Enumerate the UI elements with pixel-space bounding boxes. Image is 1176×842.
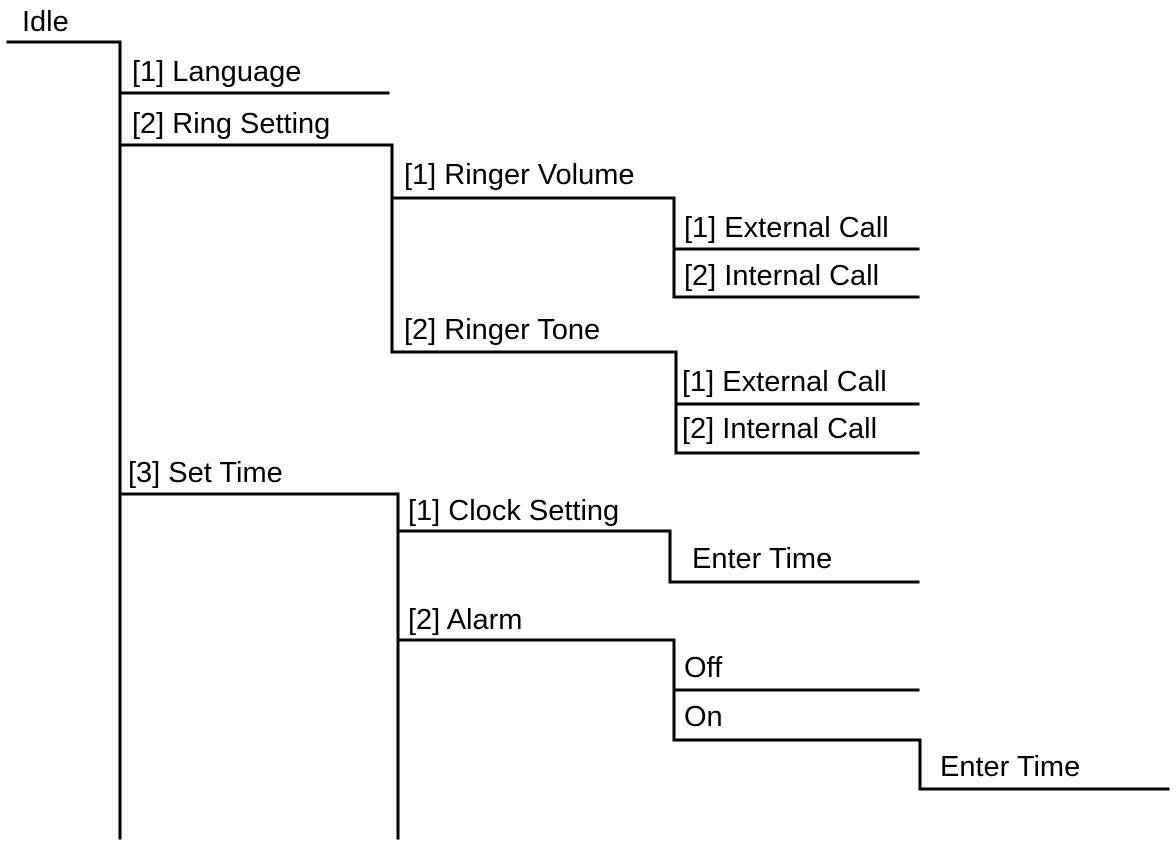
submenu-ringer-volume: [1] Ringer Volume [404, 159, 635, 191]
alarm-on-enter-time: Enter Time [940, 751, 1081, 783]
menu-item-language: [1] Language [132, 56, 302, 88]
submenu-alarm: [2] Alarm [408, 604, 523, 636]
menu-item-ring-setting: [2] Ring Setting [132, 108, 331, 140]
alarm-on: On [684, 701, 723, 733]
submenu-ringer-tone: [2] Ringer Tone [404, 314, 601, 346]
ringer-volume-internal-call: [2] Internal Call [684, 260, 880, 292]
submenu-clock-setting: [1] Clock Setting [408, 495, 620, 527]
ringer-volume-external-call: [1] External Call [684, 212, 889, 244]
alarm-off: Off [684, 652, 723, 684]
ringer-tone-external-call: [1] External Call [682, 366, 887, 398]
menu-item-set-time: [3] Set Time [128, 457, 283, 489]
ringer-tone-internal-call: [2] Internal Call [682, 413, 878, 445]
root-label: Idle [22, 6, 69, 38]
clock-enter-time: Enter Time [692, 543, 833, 575]
